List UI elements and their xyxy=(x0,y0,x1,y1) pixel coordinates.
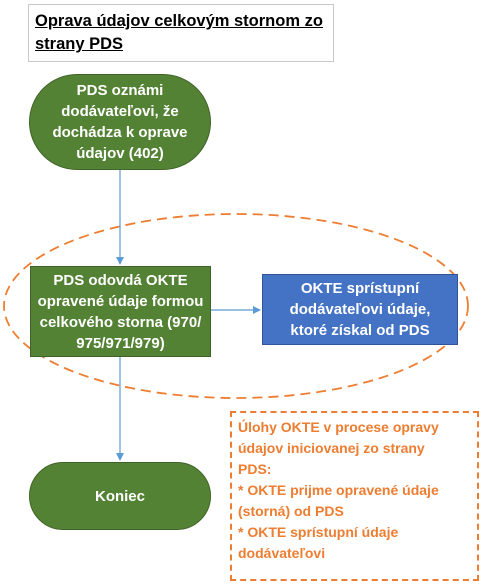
diagram-title-box: Oprava údajov celkovým stornom zo strany… xyxy=(28,4,334,62)
end-node: Koniec xyxy=(29,462,211,530)
okte-tasks-note: Úlohy OKTE v procese opravy údajov inici… xyxy=(230,411,479,581)
okte-node-label: OKTE sprístupní dodávateľovi údaje, ktor… xyxy=(289,280,431,339)
note-line: dodávateľovi xyxy=(238,545,326,561)
note-line: Úlohy OKTE v procese opravy xyxy=(238,419,439,435)
end-node-label: Koniec xyxy=(94,487,145,505)
diagram-title: Oprava údajov celkovým stornom zo strany… xyxy=(35,12,323,53)
okte-node: OKTE sprístupní dodávateľovi údaje, ktor… xyxy=(262,274,458,345)
note-line: údajov iniciovanej zo strany xyxy=(238,440,425,456)
note-line: * OKTE sprístupní údaje xyxy=(238,524,399,540)
note-line: PDS: xyxy=(238,461,272,477)
start-node-label: PDS oznámi dodávateľovi, že dochádza k o… xyxy=(52,82,188,162)
okte-scope-ellipse xyxy=(3,213,469,399)
note-line: * OKTE prijme opravené údaje xyxy=(238,482,439,498)
note-line: (storná) od PDS xyxy=(238,503,344,519)
start-node: PDS oznámi dodávateľovi, že dochádza k o… xyxy=(29,74,211,170)
process-node-label: PDS odovdá OKTE opravené údaje formou ce… xyxy=(37,271,204,352)
process-node: PDS odovdá OKTE opravené údaje formou ce… xyxy=(30,266,211,357)
